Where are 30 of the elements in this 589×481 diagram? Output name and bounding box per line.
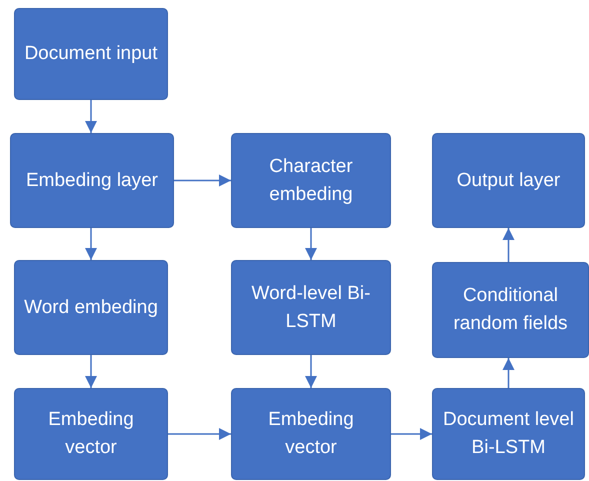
node-label: Output layer [456,168,560,192]
node-label: Conditional random fields [452,284,569,336]
arrow [305,355,317,388]
node-label: Document input [24,42,158,66]
process-box [432,133,585,228]
node-label: Embeding vector [267,408,355,460]
node-label: Document level Bi-LSTM [442,408,575,460]
arrow [85,228,97,260]
process-box [14,388,168,480]
process-box [231,388,391,480]
node-label: Embeding layer [26,168,158,192]
node-label: Word embeding [24,296,158,320]
arrow [305,228,317,260]
arrow [85,100,97,133]
node-label: Word-level Bi-LSTM [250,282,372,334]
arrow [168,428,231,440]
arrow [502,358,514,388]
process-box [231,133,391,228]
node-label: Embeding vector [47,408,135,460]
node-label: Character embeding [268,154,354,206]
arrow [502,228,514,262]
process-box [14,8,168,100]
process-box [432,388,585,480]
arrow [174,174,231,186]
process-box [432,262,589,358]
arrow [85,355,97,388]
process-box [10,133,174,228]
arrow [391,428,432,440]
process-box [14,260,168,355]
process-box [231,260,391,355]
